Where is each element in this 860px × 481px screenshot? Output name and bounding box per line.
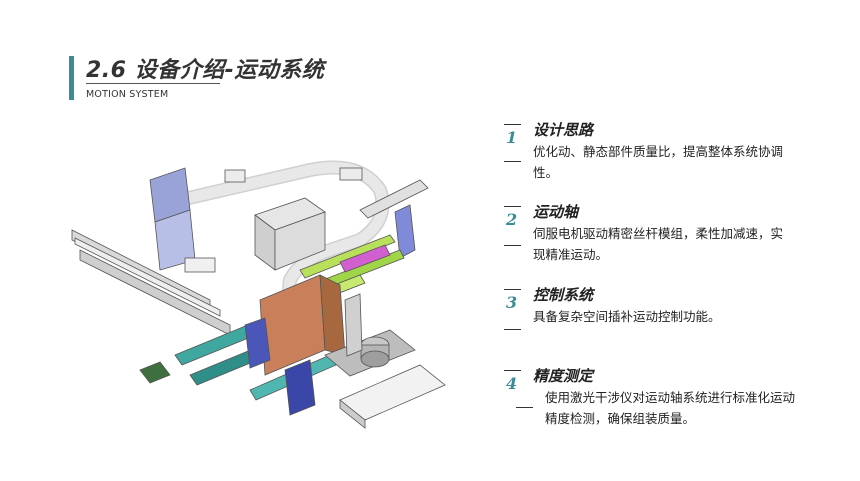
- feature-description: 伺服电机驱动精密丝杆模组，柔性加减速，实现精准运动。: [533, 226, 784, 262]
- feature-description: 使用激光干涉仪对运动轴系统进行标准化运动精度检测，确保组装质量。: [545, 390, 796, 426]
- title-underline: [86, 83, 220, 84]
- feature-description: 优化动、静态部件质量比，提高整体系统协调性。: [533, 144, 784, 180]
- dash-bottom: [504, 329, 521, 330]
- dash-top: [504, 124, 521, 125]
- dash-top: [504, 370, 521, 371]
- feature-title: 精度测定: [533, 367, 594, 385]
- dash-bottom: [504, 245, 521, 246]
- dash-bottom: [516, 407, 533, 408]
- page-title: 2.6 设备介绍-运动系统: [86, 58, 325, 83]
- feature-number: 1: [506, 128, 518, 147]
- feature-number: 4: [506, 374, 518, 393]
- page-subtitle: MOTION SYSTEM: [86, 89, 169, 100]
- feature-title: 运动轴: [533, 203, 579, 221]
- feature-number: 3: [506, 293, 518, 312]
- motion-system-machine-illustration: [71, 160, 446, 429]
- feature-description: 具备复杂空间插补运动控制功能。: [533, 309, 721, 324]
- dash-top: [504, 289, 521, 290]
- dash-bottom: [504, 161, 521, 162]
- dash-top: [504, 206, 521, 207]
- title-accent-bar: [69, 56, 74, 100]
- feature-title: 控制系统: [533, 286, 594, 304]
- feature-number: 2: [506, 210, 518, 229]
- feature-title: 设计思路: [533, 121, 594, 139]
